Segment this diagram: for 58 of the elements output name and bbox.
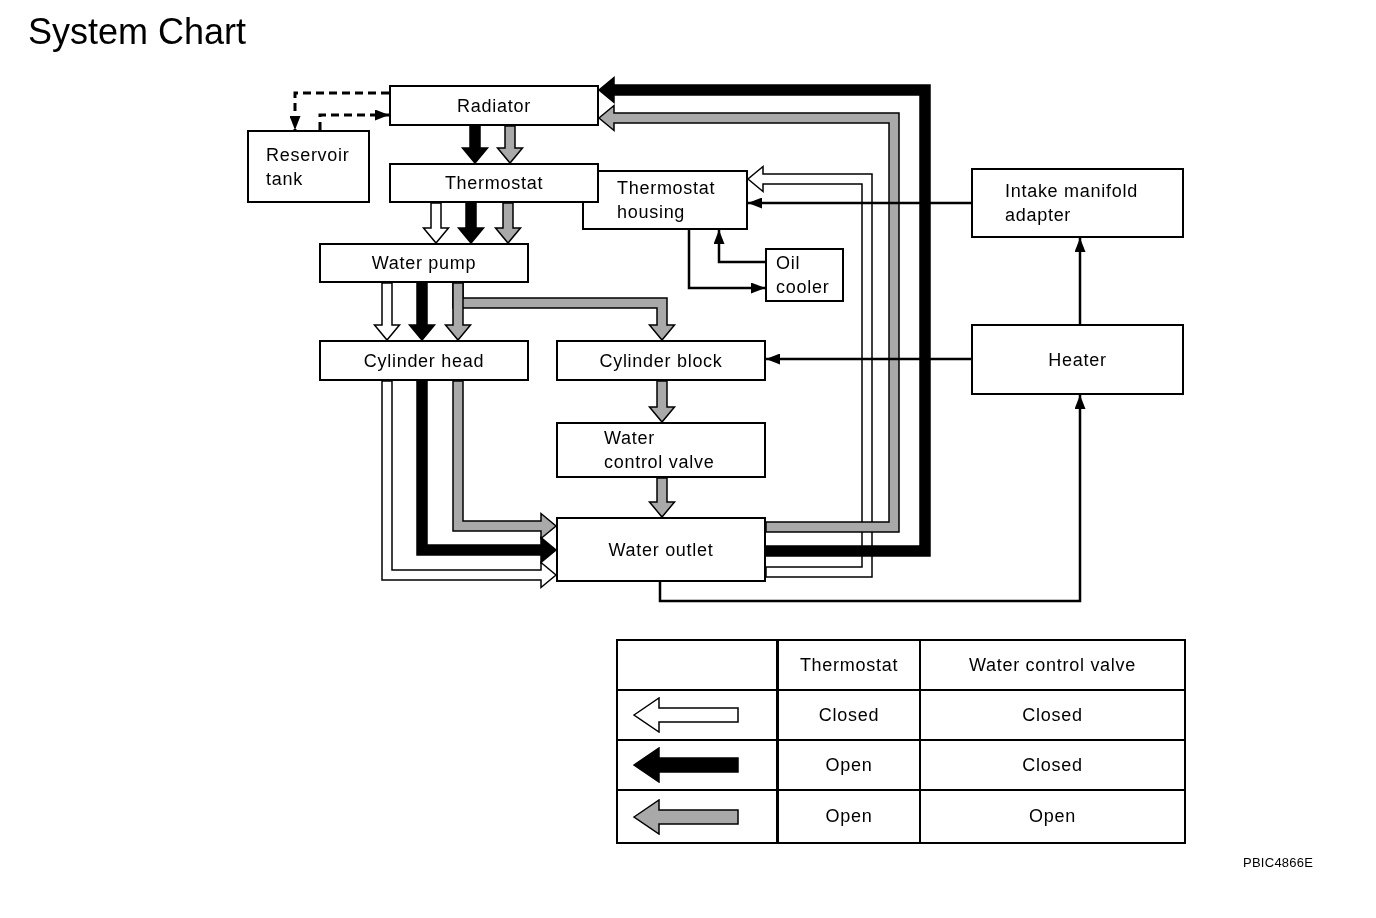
arrow bbox=[658, 395, 1086, 603]
header-cell: Thermostat bbox=[779, 641, 921, 691]
component-box bbox=[247, 130, 370, 203]
flow-arrow bbox=[460, 125, 490, 165]
flow-arrow bbox=[647, 477, 677, 519]
arrow bbox=[748, 197, 971, 209]
flow-arrow bbox=[452, 380, 558, 541]
flow-arrow bbox=[443, 282, 473, 342]
component-box bbox=[765, 248, 844, 302]
component-label: Thermostat housing bbox=[617, 177, 717, 224]
arrow bbox=[713, 230, 765, 264]
component-label: Water pump bbox=[371, 252, 477, 275]
flow-arrow bbox=[597, 75, 931, 557]
flow-arrow bbox=[493, 202, 523, 245]
table-cell: Open bbox=[779, 741, 921, 791]
component-box bbox=[971, 324, 1184, 395]
arrow bbox=[766, 353, 971, 365]
flow-arrow bbox=[407, 282, 437, 342]
figure-code: PBIC4866E bbox=[1243, 855, 1314, 871]
flow-arrow bbox=[495, 125, 525, 165]
component-box bbox=[319, 243, 529, 283]
flow-arrow bbox=[416, 380, 558, 565]
flow-arrow bbox=[456, 202, 486, 245]
flow-arrow bbox=[647, 380, 677, 424]
flow-arrow bbox=[746, 164, 873, 578]
flow-arrow bbox=[381, 380, 558, 590]
table-cell-text: Open bbox=[1028, 805, 1077, 828]
component-box bbox=[556, 517, 766, 582]
component-box bbox=[971, 168, 1184, 238]
flow-arrow bbox=[597, 103, 900, 533]
component-label: Water outlet bbox=[608, 538, 714, 562]
arrow bbox=[687, 230, 765, 294]
flow-arrow bbox=[372, 282, 402, 342]
flow-arrow bbox=[421, 202, 451, 245]
header-cell: Water control valve bbox=[921, 641, 1184, 691]
dashed-arrow bbox=[318, 109, 389, 130]
table-cell: Closed bbox=[921, 741, 1184, 791]
component-box bbox=[582, 170, 748, 230]
component-label: Heater bbox=[1048, 348, 1107, 372]
component-label: Cylinder head bbox=[363, 349, 485, 373]
component-box bbox=[556, 422, 766, 478]
component-box bbox=[556, 340, 766, 381]
table-cell: Open bbox=[779, 791, 921, 842]
component-label: Thermostat bbox=[444, 172, 544, 195]
component-label: Water control valve bbox=[604, 427, 716, 474]
diagram-title: System Chart bbox=[28, 10, 247, 54]
dashed-arrow bbox=[289, 91, 389, 130]
table-cell: Closed bbox=[779, 691, 921, 741]
component-label: Intake manifold adapter bbox=[1005, 180, 1139, 227]
component-box bbox=[319, 340, 529, 381]
table-cell: Closed bbox=[921, 691, 1184, 741]
component-label: Reservoir tank bbox=[266, 143, 351, 191]
component-label: Radiator bbox=[457, 94, 531, 118]
arrow bbox=[1074, 238, 1086, 324]
component-box bbox=[389, 85, 599, 126]
component-label: Oil cooler bbox=[776, 252, 831, 299]
component-label: Cylinder block bbox=[599, 349, 723, 373]
component-box bbox=[389, 163, 599, 203]
